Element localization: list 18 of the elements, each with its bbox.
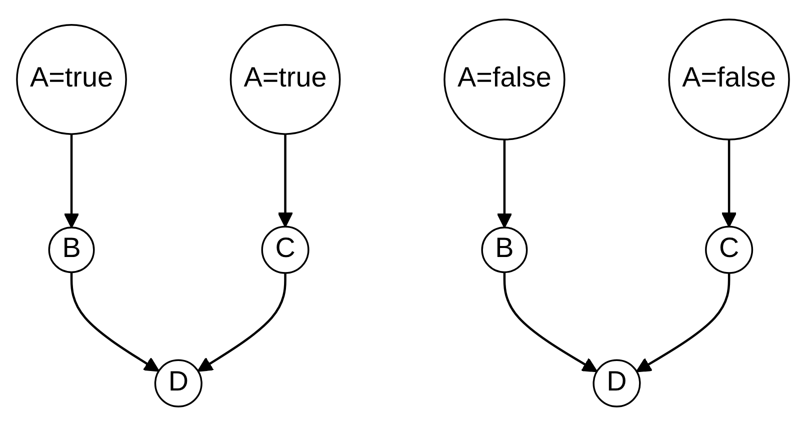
node-circle: A=true [230,24,341,135]
node-circle: C [261,226,310,274]
node-circle: D [154,359,202,408]
node-circle: A=true [16,24,127,135]
arrow [503,272,598,372]
arrow [278,134,293,228]
arrow [496,140,512,228]
node-circle: B [481,226,528,274]
arrow [721,140,737,228]
node-circle: A=false [668,18,790,140]
arrow [636,273,730,372]
arrow [64,134,80,228]
node-circle: A=false [444,18,566,140]
node-circle: C [705,226,754,274]
node-circle: D [592,359,641,408]
arrow [197,273,286,372]
arrow [70,272,160,372]
node-circle: B [48,226,95,274]
